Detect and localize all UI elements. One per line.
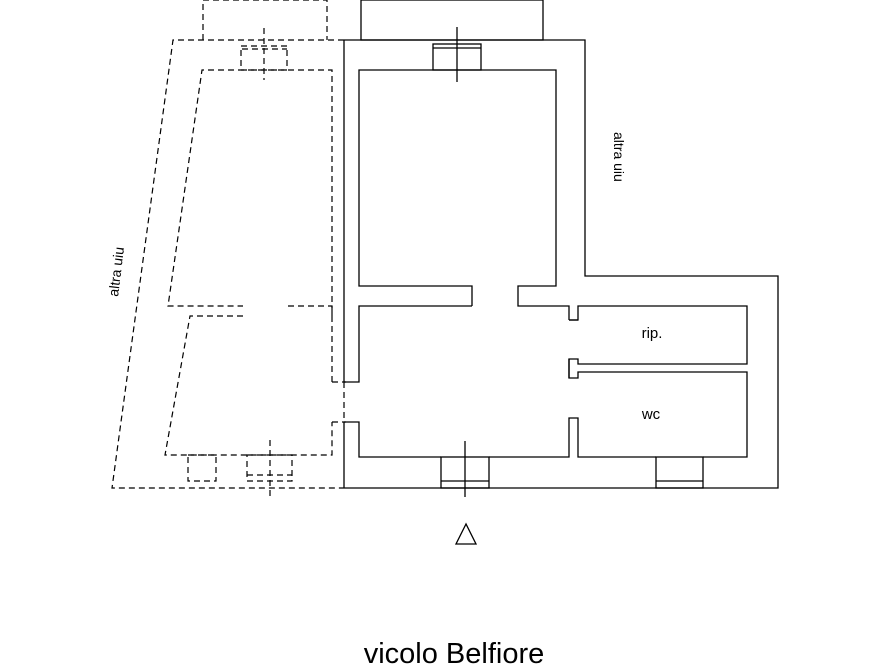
room-wc-label: wc (641, 406, 661, 423)
street-label: vicolo Belfiore (364, 638, 545, 670)
neighbor-left-label: altra uiu (105, 246, 127, 297)
room-storage-label: rip. (642, 325, 663, 342)
entrance-marker-icon (454, 522, 478, 545)
adjacent-unit-dashed (111, 0, 346, 500)
neighbor-right-label: altra uiu (611, 132, 627, 182)
main-unit-walls (343, 0, 779, 497)
